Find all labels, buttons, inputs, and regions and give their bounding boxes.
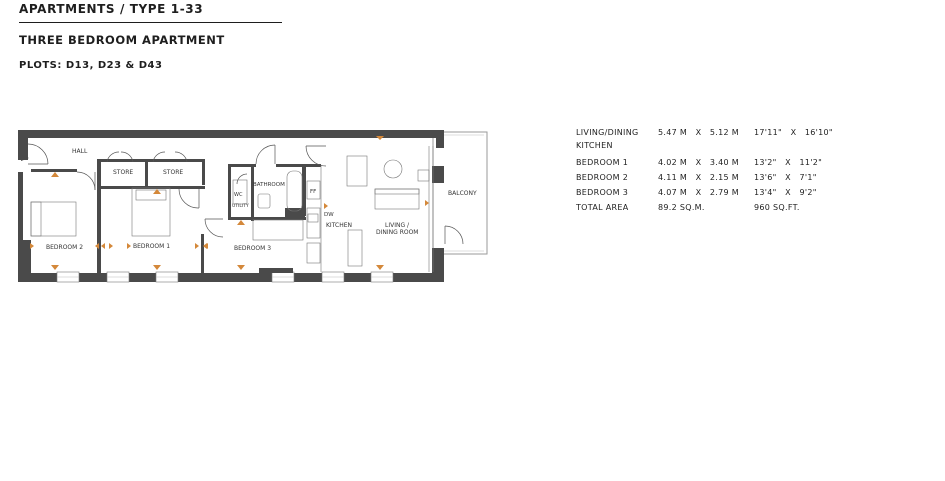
room-name: BEDROOM 2 bbox=[576, 173, 629, 182]
interior-walls bbox=[31, 159, 321, 273]
exterior-walls bbox=[18, 130, 444, 282]
room-imperial: 17'11" X 16'10" bbox=[754, 128, 833, 137]
room-imperial: 13'4" X 9'2" bbox=[754, 188, 817, 197]
room-metric: 4.11 M X 2.15 M bbox=[658, 173, 739, 182]
plan-label-wc: WC bbox=[234, 192, 243, 198]
room-name: BEDROOM 3 bbox=[576, 188, 629, 197]
room-metric: 89.2 SQ.M. bbox=[658, 203, 705, 212]
plan-label-dw: DW bbox=[324, 212, 334, 218]
room-imperial: 13'6" X 7'1" bbox=[754, 173, 817, 182]
room-name: BEDROOM 1 bbox=[576, 158, 629, 167]
plan-label-ff: FF bbox=[310, 189, 316, 195]
room-imperial: 13'2" X 11'2" bbox=[754, 158, 823, 167]
plan-label-balcony: BALCONY bbox=[448, 190, 477, 197]
plan-label-store: STORE bbox=[113, 169, 133, 176]
plan-label-utility: UTILITY bbox=[232, 203, 249, 209]
room-name: LIVING/DINING bbox=[576, 128, 639, 137]
room-metric: 4.07 M X 2.79 M bbox=[658, 188, 739, 197]
room-name-line2: KITCHEN bbox=[576, 141, 613, 150]
plan-label-store: STORE bbox=[163, 169, 183, 176]
plan-label-bathroom: BATHROOM bbox=[253, 182, 285, 188]
room-name: TOTAL AREA bbox=[576, 203, 629, 212]
dimension-markers bbox=[30, 136, 429, 270]
plan-label-kitchen: KITCHEN bbox=[326, 222, 352, 229]
plots-label: PLOTS: D13, D23 & D43 bbox=[19, 60, 163, 71]
room-metric: 5.47 M X 5.12 M bbox=[658, 128, 739, 137]
fixtures bbox=[30, 146, 434, 272]
plan-label-bedroom-1: BEDROOM 1 bbox=[133, 243, 170, 250]
room-imperial: 960 SQ.FT. bbox=[754, 203, 800, 212]
page-title: APARTMENTS / TYPE 1-33 bbox=[19, 2, 204, 16]
apartment-type-heading: THREE BEDROOM APARTMENT bbox=[19, 33, 225, 47]
plan-label-bedroom-2: BEDROOM 2 bbox=[46, 244, 83, 251]
title-divider bbox=[19, 22, 282, 23]
plan-label-hall: HALL bbox=[72, 148, 88, 155]
plan-label-living: LIVING / bbox=[385, 222, 410, 229]
floor-plan: HALL STORE STORE WC UTILITY BATHROOM FF … bbox=[18, 130, 488, 283]
room-metric: 4.02 M X 3.40 M bbox=[658, 158, 739, 167]
plan-label-dining-room: DINING ROOM bbox=[376, 229, 418, 236]
plan-label-bedroom-3: BEDROOM 3 bbox=[234, 245, 271, 252]
